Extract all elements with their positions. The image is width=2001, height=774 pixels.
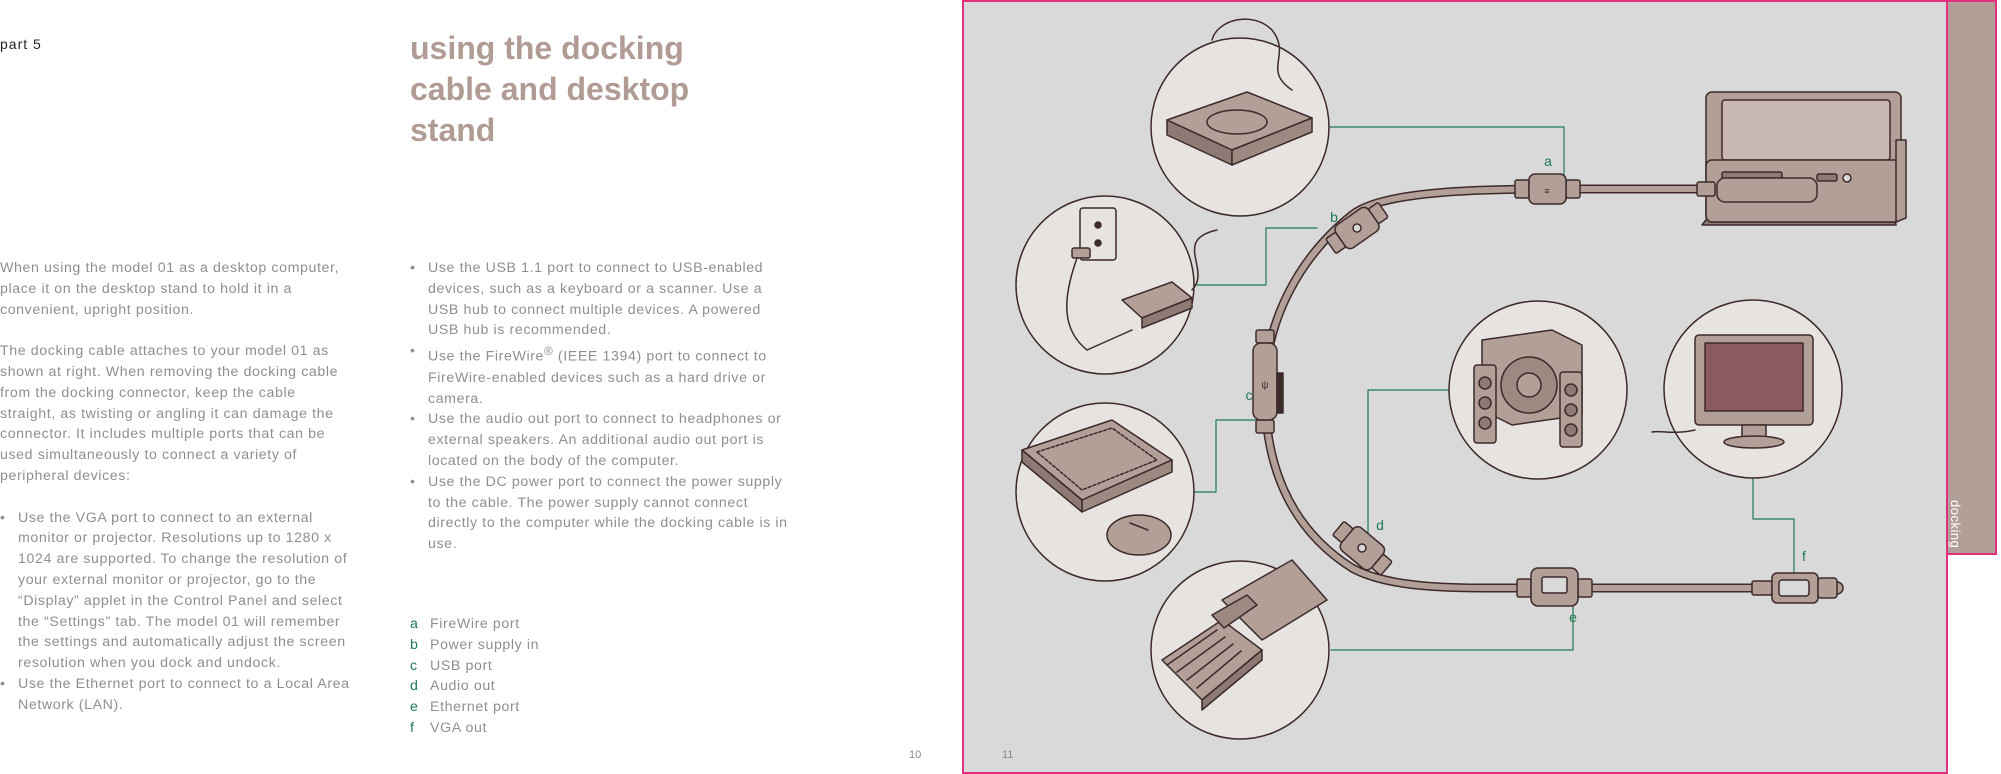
monitor-illustration bbox=[1651, 299, 1843, 479]
list-item-vga: Use the VGA port to connect to an extern… bbox=[0, 508, 350, 674]
leader-line-c bbox=[1194, 419, 1265, 493]
legend-letter: c bbox=[410, 657, 418, 674]
legend-label: Audio out bbox=[430, 678, 496, 695]
section-tab-label: docking bbox=[1948, 500, 1963, 549]
connector-audio bbox=[1332, 521, 1393, 576]
legend-label: VGA out bbox=[430, 719, 488, 736]
page-title: using the docking cable and desktop stan… bbox=[410, 28, 740, 151]
list-item-dc-power: Use the DC power port to connect the pow… bbox=[410, 472, 790, 555]
legend-item: e Ethernet port bbox=[410, 697, 539, 718]
svg-text:ψ: ψ bbox=[1261, 380, 1268, 391]
legend-item: a FireWire port bbox=[410, 614, 539, 635]
leader-line-f bbox=[1752, 477, 1795, 573]
list-item-usb: Use the USB 1.1 port to connect to USB-e… bbox=[410, 258, 790, 341]
intro-paragraph: When using the model 01 as a desktop com… bbox=[0, 260, 340, 318]
legend-letter: b bbox=[410, 636, 419, 653]
legend-label: USB port bbox=[430, 657, 493, 674]
legend-label: Ethernet port bbox=[430, 699, 520, 716]
legend-item: c USB port bbox=[410, 656, 539, 677]
legend-label: Power supply in bbox=[430, 636, 540, 653]
callout-f: f bbox=[1802, 548, 1806, 564]
callout-a: a bbox=[1544, 153, 1552, 169]
right-column: Use the USB 1.1 port to connect to USB-e… bbox=[410, 258, 790, 555]
connector-power bbox=[1325, 202, 1389, 254]
legend-letter: e bbox=[410, 699, 419, 716]
hard-drive-illustration bbox=[1150, 18, 1330, 217]
connector-firewire: ≡ bbox=[1514, 173, 1581, 205]
callout-c: c bbox=[1246, 387, 1253, 403]
title-line-1: using the docking bbox=[410, 30, 684, 66]
left-page: part 5 using the docking cable and deskt… bbox=[0, 0, 962, 774]
callout-d: d bbox=[1376, 517, 1384, 533]
connector-ethernet bbox=[1516, 567, 1593, 607]
part-label: part 5 bbox=[0, 36, 42, 52]
page-number-right: 11 bbox=[1002, 749, 1014, 761]
legend-item: f VGA out bbox=[410, 718, 539, 739]
firewire-text-pre: Use the FireWire bbox=[428, 348, 545, 365]
connector-usb: ψ bbox=[1252, 329, 1284, 434]
leader-line-a bbox=[1329, 126, 1565, 179]
legend-item: b Power supply in bbox=[410, 635, 539, 656]
title-line-2: cable and desktop bbox=[410, 71, 690, 107]
legend-item: d Audio out bbox=[410, 676, 539, 697]
list-item-ethernet: Use the Ethernet port to connect to a Lo… bbox=[0, 674, 350, 716]
docking-cable-diagram: ≡ ψ bbox=[1015, 18, 1907, 740]
speakers-illustration bbox=[1448, 300, 1628, 480]
section-tab bbox=[1948, 0, 1997, 555]
docked-computer-illustration bbox=[1701, 91, 1907, 226]
svg-text:≡: ≡ bbox=[1544, 186, 1549, 196]
leader-line-e bbox=[1330, 597, 1574, 651]
registered-mark: ® bbox=[544, 344, 554, 359]
connector-vga bbox=[1751, 572, 1844, 604]
list-item-firewire: Use the FireWire® (IEEE 1394) port to co… bbox=[410, 341, 790, 409]
power-adapter-illustration bbox=[1015, 195, 1218, 375]
legend-letter: f bbox=[410, 719, 415, 736]
firewire-text-post: (IEEE 1394) port to connect to FireWire-… bbox=[428, 348, 767, 407]
callout-e: e bbox=[1569, 609, 1577, 625]
left-column: When using the model 01 as a desktop com… bbox=[0, 258, 350, 716]
right-page: docking ≡ bbox=[962, 0, 2001, 774]
leader-line-d bbox=[1367, 389, 1452, 535]
keyboard-mouse-illustration bbox=[1015, 402, 1195, 582]
leader-lines bbox=[1194, 126, 1795, 651]
list-item-audio: Use the audio out port to connect to hea… bbox=[410, 409, 790, 471]
leader-line-b bbox=[1194, 227, 1318, 286]
port-list-right: Use the USB 1.1 port to connect to USB-e… bbox=[410, 258, 790, 555]
legend-letter: d bbox=[410, 678, 419, 695]
docking-paragraph: The docking cable attaches to your model… bbox=[0, 343, 339, 484]
callout-b: b bbox=[1330, 209, 1338, 225]
title-line-3: stand bbox=[410, 112, 496, 148]
port-list-left: Use the VGA port to connect to an extern… bbox=[0, 508, 350, 716]
page-number-left: 10 bbox=[909, 749, 922, 761]
legend-letter: a bbox=[410, 616, 419, 632]
ethernet-plug-illustration bbox=[1150, 559, 1330, 740]
port-legend: a FireWire port b Power supply in c USB por… bbox=[410, 614, 539, 739]
firewire-cable-end bbox=[1696, 181, 1716, 197]
legend-label: FireWire port bbox=[430, 616, 520, 632]
